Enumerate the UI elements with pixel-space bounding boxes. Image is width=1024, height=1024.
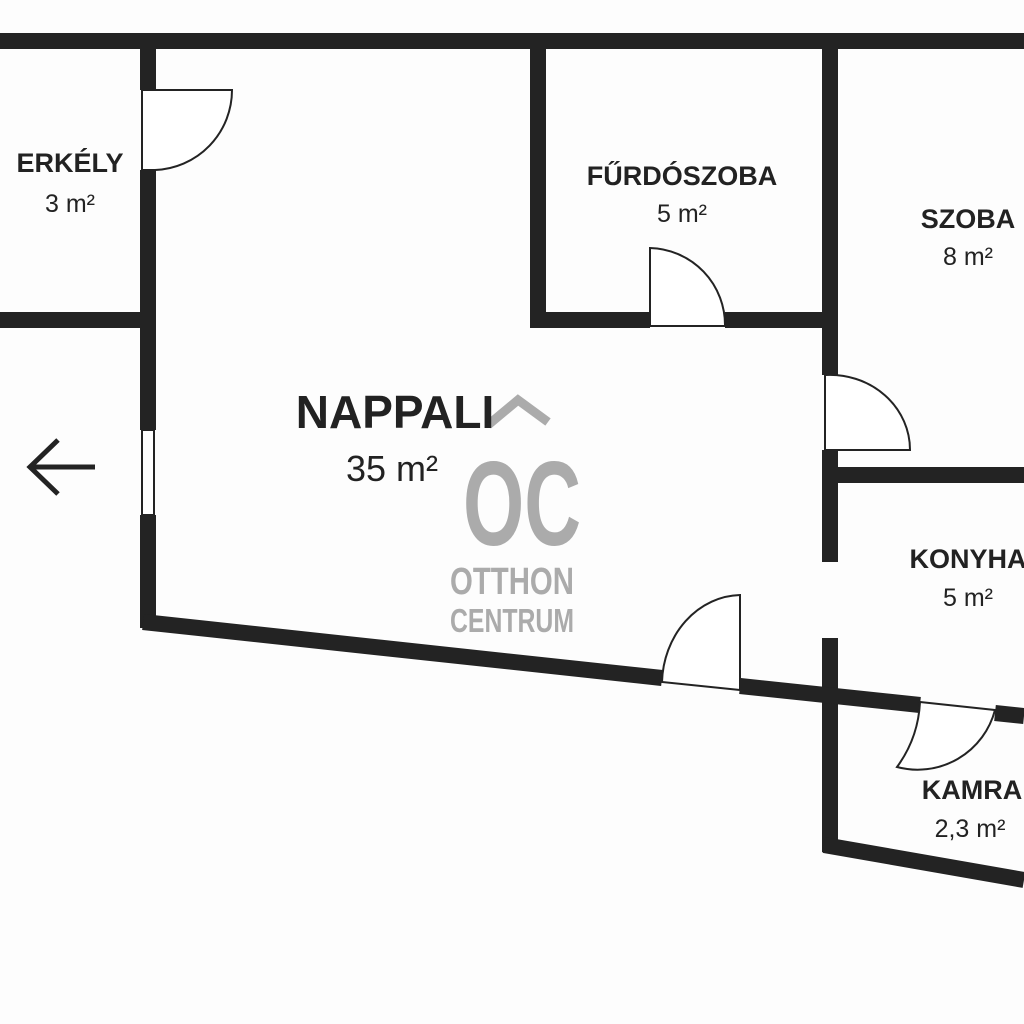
room-konyha-area: 5 m²	[943, 584, 993, 612]
room-szoba-name: SZOBA	[921, 204, 1016, 234]
door-bath	[649, 246, 727, 327]
logo: OC OTTHON CENTRUM	[450, 394, 581, 639]
wall-nappali-bottom-1	[142, 614, 663, 686]
logo-line1: OTTHON	[450, 561, 574, 603]
logo-line2: CENTRUM	[450, 602, 574, 639]
door-erkely	[141, 89, 234, 171]
logo-mark: OC	[463, 437, 581, 571]
wall-nappali-bottom-3	[994, 705, 1024, 724]
room-erkely-name: ERKÉLY	[16, 147, 123, 178]
room-szoba-area: 8 m²	[943, 243, 993, 271]
room-nappali-area: 35 m²	[346, 448, 438, 489]
door-kamra	[895, 700, 997, 771]
arrow-left-icon	[26, 438, 95, 496]
room-furdoszoba-name: FŰRDÓSZOBA	[587, 160, 778, 191]
door-szoba	[824, 373, 912, 451]
room-erkely-area: 3 m²	[45, 190, 95, 218]
wall-kamra-bottom	[822, 837, 1024, 888]
room-furdoszoba-area: 5 m²	[657, 200, 707, 228]
window	[141, 429, 155, 516]
room-konyha-name: KONYHA	[909, 544, 1024, 574]
room-kamra-name: KAMRA	[922, 775, 1023, 805]
door-nappali	[660, 593, 741, 692]
doors	[141, 89, 997, 771]
walls	[0, 33, 1024, 888]
room-nappali-name: NAPPALI	[296, 386, 495, 438]
wall-nappali-bottom-2	[739, 678, 921, 713]
logo-roof-icon	[485, 394, 551, 429]
room-kamra-area: 2,3 m²	[935, 815, 1006, 843]
